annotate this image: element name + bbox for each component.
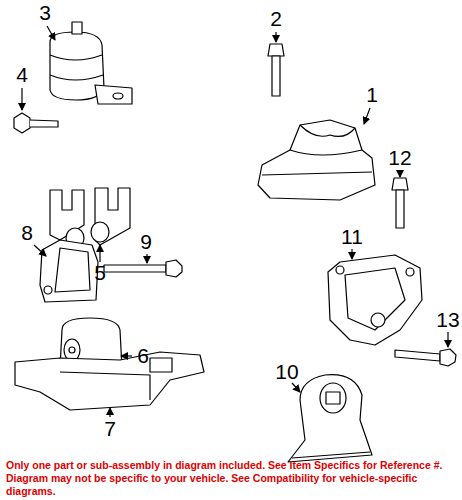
callout-number: 9 <box>140 231 152 253</box>
callout-number: 3 <box>39 2 51 24</box>
callout-number: 2 <box>270 8 282 30</box>
callout-number: 4 <box>16 64 28 86</box>
callout-number: 6 <box>137 345 149 367</box>
callout-number: 1 <box>366 84 378 106</box>
callout-number: 8 <box>21 222 33 244</box>
callout-number: 10 <box>275 361 298 383</box>
disclaimer-note: Only one part or sub-assembly in diagram… <box>6 459 456 498</box>
callout-number: 13 <box>436 309 459 331</box>
callout-number: 5 <box>94 262 106 284</box>
callout-number: 11 <box>341 226 363 248</box>
callout-number: 12 <box>388 147 411 169</box>
callout-number: 7 <box>104 418 116 440</box>
